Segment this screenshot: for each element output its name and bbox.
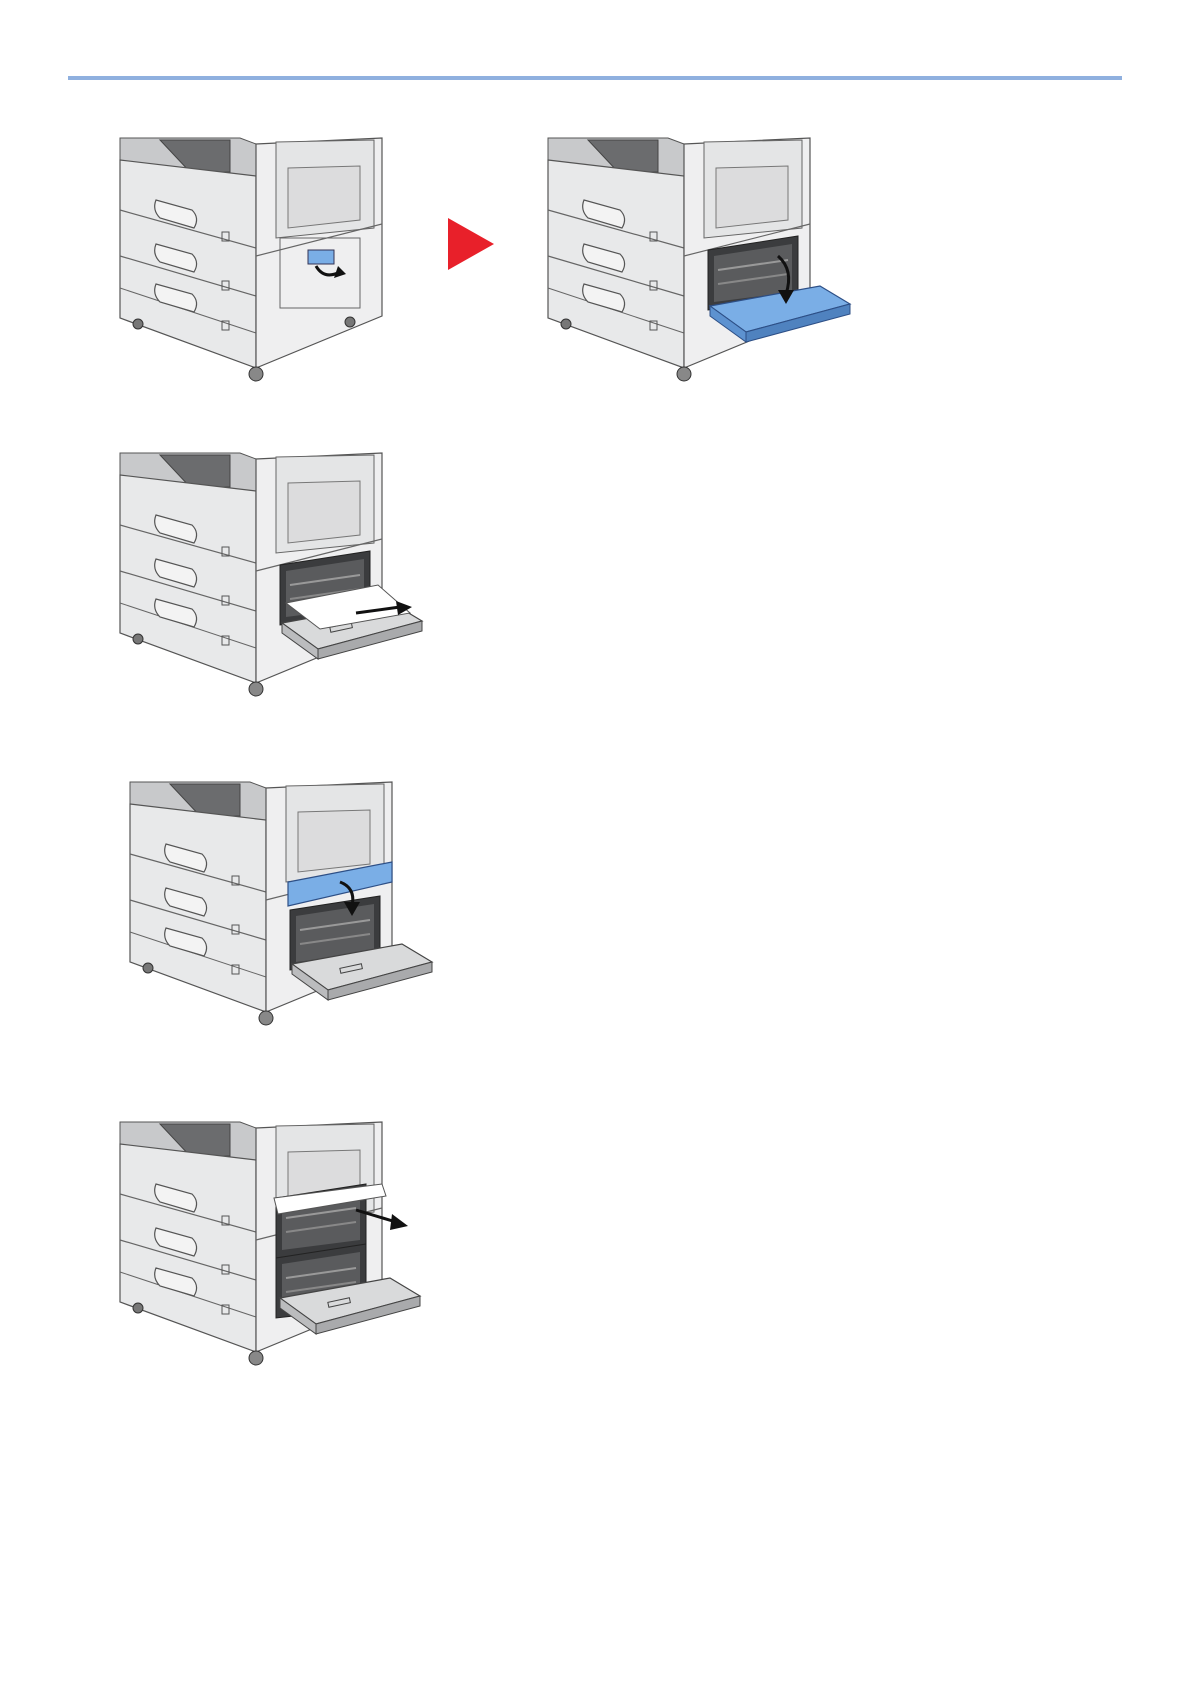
printer-remove-paper-icon — [120, 453, 440, 703]
header-rule — [68, 76, 1122, 80]
next-step-arrow-icon — [448, 218, 494, 275]
printer-open-guide-icon — [130, 782, 450, 1032]
printer-release-lever-icon — [120, 138, 400, 388]
printer-open-cover-icon — [548, 138, 868, 388]
printer-remove-paper-upper-icon — [120, 1122, 440, 1372]
